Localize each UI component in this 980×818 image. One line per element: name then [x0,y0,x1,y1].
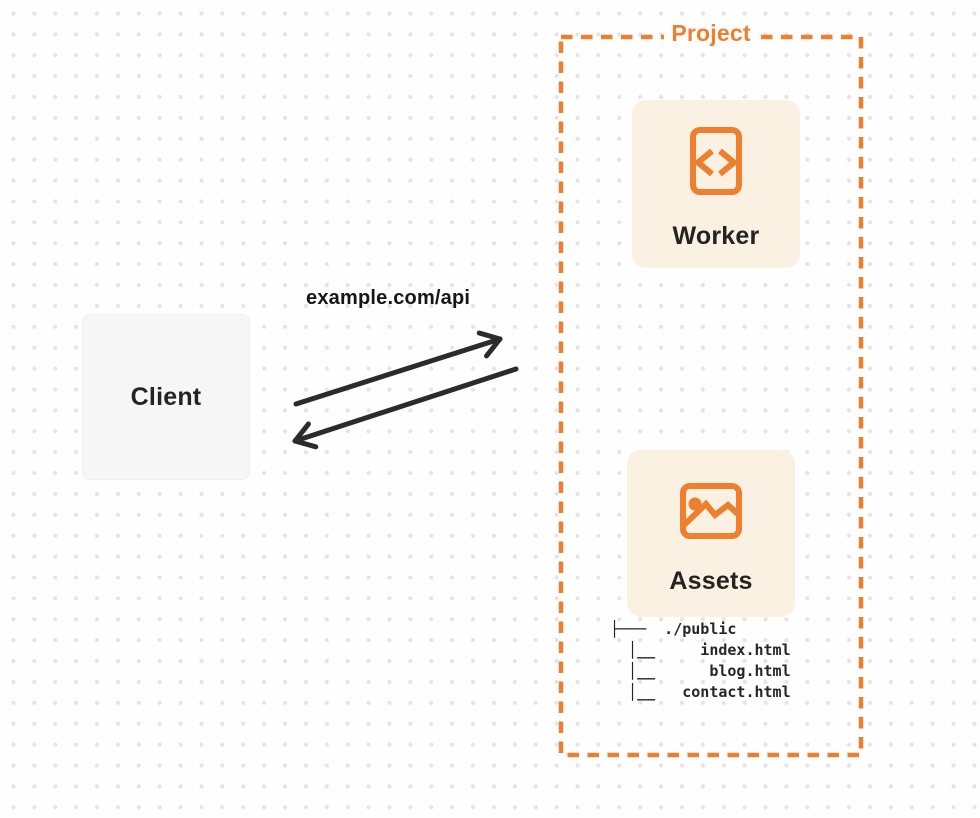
assets-label: Assets [669,567,753,595]
client-label: Client [130,382,202,411]
code-file-icon [690,127,742,195]
file-tree-line: │__ index.html [610,641,791,659]
client-node: Client [82,314,250,480]
response-arrow [292,366,519,450]
file-tree-line: │__ blog.html [610,662,791,680]
file-tree-line: │__ contact.html [610,683,791,701]
project-label-text: Project [664,20,758,47]
worker-label: Worker [672,222,760,250]
project-label: Project [561,20,861,47]
request-url-label: example.com/api [306,287,471,309]
assets-node: Assets [627,450,795,617]
image-icon [680,483,742,539]
worker-node: Worker [632,100,800,268]
request-arrow [293,330,503,407]
file-tree-line: ├─── ./public [610,620,737,638]
file-tree: ├─── ./public │__ index.html │__ blog.ht… [610,619,791,703]
